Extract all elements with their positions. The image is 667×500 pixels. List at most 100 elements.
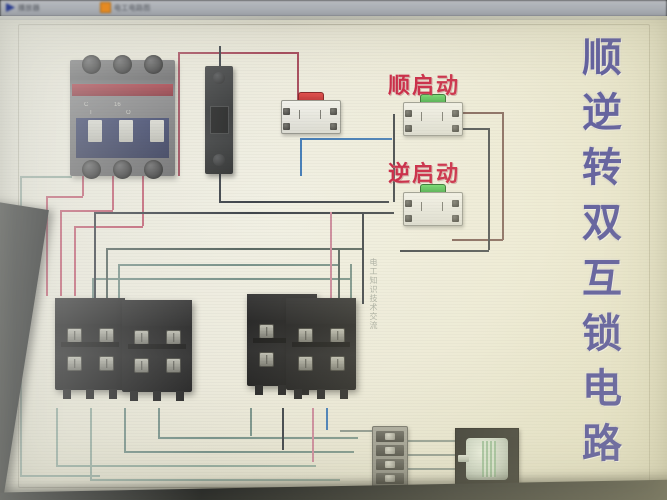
- wire-bottom-3v: [124, 408, 126, 452]
- breaker-terminal-bottom: [144, 160, 163, 179]
- circuit-breaker-3p[interactable]: C 16 I O: [70, 55, 175, 179]
- terminal-screw: [330, 123, 337, 130]
- contactor-leg: [317, 389, 325, 399]
- wire-bottom-2v: [90, 408, 92, 480]
- wire-bottom-7v: [312, 408, 314, 462]
- breaker-mark-on: I: [90, 110, 92, 116]
- breaker-lever[interactable]: [150, 120, 164, 142]
- windows-taskbar[interactable]: 播放器 电工电路图: [0, 0, 667, 17]
- wire-navy-right-loop3: [400, 250, 489, 252]
- contact-line: [320, 110, 321, 119]
- contactor-screw: [67, 356, 82, 371]
- wire-brown-right: [502, 112, 504, 240]
- fuse-terminal-bottom: [213, 154, 225, 166]
- contactor-screw: [166, 358, 181, 373]
- terminal-block[interactable]: [372, 426, 408, 490]
- contactor-screw: [330, 356, 345, 371]
- fuse-terminal-top: [213, 72, 225, 84]
- wire-right-4: [350, 264, 352, 300]
- contactor-km2[interactable]: [122, 300, 192, 401]
- contactor-screw: [330, 328, 345, 343]
- wire-bus-2v: [106, 248, 108, 300]
- wire-brown-bot: [452, 239, 503, 241]
- terminal-screw: [405, 125, 412, 132]
- wire-bus-1v: [94, 212, 96, 300]
- forward-start-button[interactable]: [403, 94, 463, 136]
- terminal-screw: [283, 108, 290, 115]
- wire-motor-2: [404, 454, 458, 456]
- wire-bus-3: [118, 264, 338, 266]
- title-char: 逆: [582, 90, 622, 137]
- breaker-red-band: [72, 84, 173, 96]
- contactor-screw: [166, 330, 181, 345]
- contactor-screw: [134, 330, 149, 345]
- wire-red-b2: [60, 210, 113, 212]
- taskbar-item-folder[interactable]: 电工电路图: [100, 1, 151, 14]
- wire-navy-top-2: [178, 52, 298, 54]
- wire-motor-1: [404, 440, 458, 442]
- breaker-lever[interactable]: [119, 120, 133, 142]
- wire-navy-right-loop2: [452, 128, 489, 130]
- contactor-leg: [340, 389, 348, 399]
- wire-bottom-5v: [250, 408, 252, 436]
- wire-supply-l1-bottom: [20, 475, 100, 477]
- contactor-screw: [99, 328, 114, 343]
- motor-shaft: [458, 455, 469, 462]
- wire-navy-top-3: [297, 52, 299, 114]
- breaker-terminal-top: [82, 55, 101, 74]
- breaker-mark-rating: 16: [114, 102, 121, 108]
- taskbar-item-label: 电工电路图: [114, 4, 151, 12]
- media-player-icon: [6, 3, 15, 12]
- wire-bus-1: [94, 212, 394, 214]
- contactor-leg: [176, 391, 184, 401]
- wire-bottom-2h: [90, 479, 340, 481]
- terminal-cell: [376, 459, 404, 470]
- contactor-slot: [253, 338, 311, 343]
- wire-red-a2: [46, 196, 83, 198]
- contact-line: [442, 202, 443, 211]
- contactor-leg: [109, 389, 117, 399]
- wire-pink-long: [330, 212, 332, 302]
- breaker-mark-off: O: [126, 110, 131, 116]
- contactor-screw: [259, 352, 274, 367]
- contactor-leg: [63, 389, 71, 399]
- title-char: 锁: [582, 310, 622, 357]
- wire-right-3: [338, 248, 340, 298]
- monitor-top-edge: [0, 16, 667, 20]
- contactor-leg: [294, 389, 302, 399]
- fuse-window: [210, 106, 229, 134]
- wire-bus-4v: [92, 278, 94, 302]
- contactor-km4[interactable]: [286, 298, 356, 399]
- breaker-terminal-bottom: [82, 160, 101, 179]
- wire-navy-top-1: [178, 52, 180, 176]
- contactor-top-terminals: [55, 298, 125, 324]
- contactor-leg: [301, 385, 309, 395]
- contact-line: [421, 112, 422, 121]
- title-char: 互: [582, 255, 622, 302]
- contactor-screw: [99, 356, 114, 371]
- contact-line: [442, 112, 443, 121]
- breaker-lever[interactable]: [88, 120, 102, 142]
- wire-bottom-4h: [158, 437, 358, 439]
- wire-red-a3: [46, 196, 48, 296]
- title-char: 电: [582, 365, 622, 412]
- single-pole-breaker[interactable]: [205, 66, 233, 174]
- wire-supply-l1-top: [20, 176, 72, 178]
- poster-title: 顺 逆 转 双 互 锁 电 路: [547, 34, 657, 474]
- wire-right-2: [362, 212, 364, 304]
- contactor-leg: [278, 385, 286, 395]
- contactor-screw: [298, 328, 313, 343]
- wire-red-a: [82, 174, 84, 196]
- contactor-km1[interactable]: [55, 298, 125, 399]
- taskbar-item-media-player[interactable]: 播放器: [6, 1, 40, 14]
- folder-icon: [100, 2, 111, 13]
- three-phase-motor: [455, 428, 519, 490]
- wire-blue-1: [300, 138, 392, 140]
- reverse-start-button[interactable]: [403, 184, 463, 226]
- terminal-screw: [452, 110, 459, 117]
- wire-bottom-6v: [282, 408, 284, 450]
- photographed-monitor: C 16 I O: [0, 16, 667, 500]
- stop-button[interactable]: [281, 92, 341, 134]
- wire-red-c3: [74, 226, 76, 296]
- wire-breaker-fuse: [219, 46, 221, 68]
